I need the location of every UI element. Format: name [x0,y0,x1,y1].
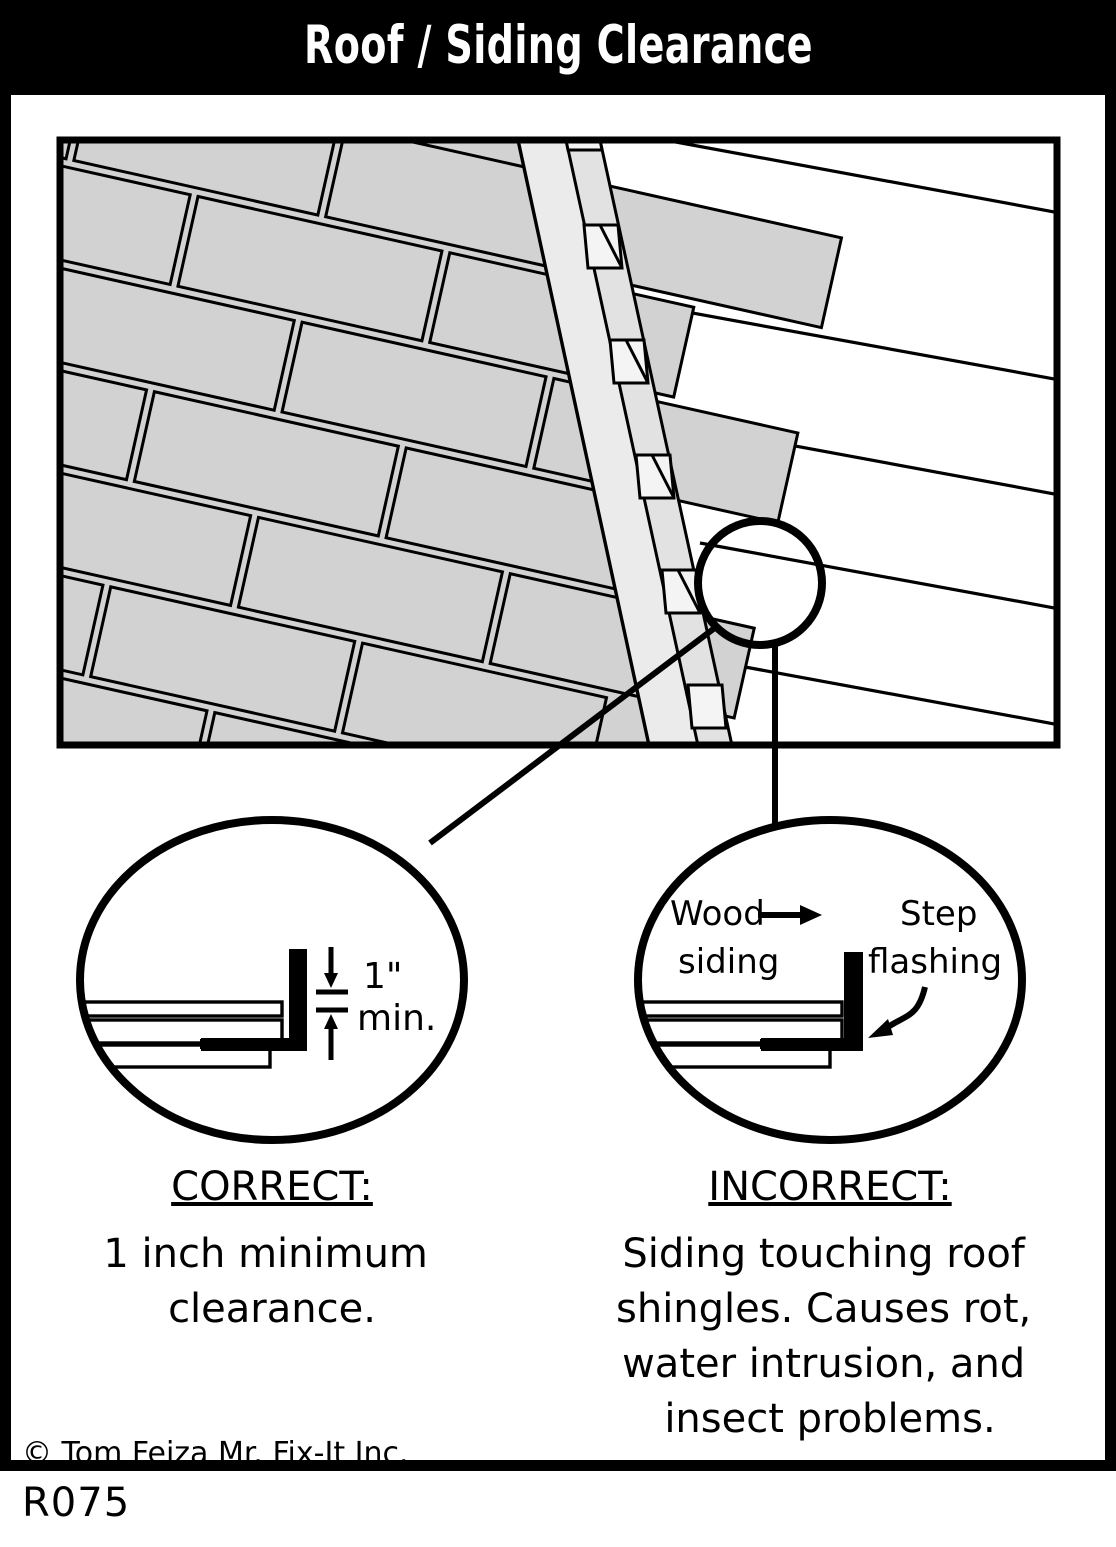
correct-detail-group: 1" min. CORRECT: 1 inch minimum clearanc… [76,816,468,1332]
step-flashing-label: Step flashing [868,894,1002,982]
step-flashing-shape [201,949,307,1051]
dimension-value: 1" [363,956,402,997]
main-roof-diagram [56,136,1061,749]
copyright-notice: © Tom Feiza Mr. Fix-It Inc. [22,1436,409,1471]
step-flashing-arrow [868,986,928,1038]
dimension-unit: min. [357,998,436,1039]
wood-siding-label-line1: Wood [670,894,765,934]
wood-siding-label: Wood siding [670,894,779,982]
drawing-code: R075 [22,1480,131,1526]
wood-siding-label-line2: siding [678,942,779,982]
step-flashing-strip [516,140,734,745]
wood-siding-arrow [758,905,822,925]
title-bar: Roof / Siding Clearance [0,0,1116,95]
leader-to-correct [428,624,718,846]
detail-callout-circle [694,517,826,649]
callout-leader-lines [428,624,778,846]
step-flashing-shape-incorrect [761,952,863,1051]
step-flashing-label-line2: flashing [868,942,1002,982]
dimension-arrow-up [324,1014,338,1029]
page-title: Roof / Siding Clearance [303,15,813,76]
dimension-arrow-down [324,973,338,988]
incorrect-caption-body: Siding touching roof shingles. Causes ro… [616,1231,1044,1442]
incorrect-detail-group: Wood siding Step flashing INCORRECT: Sid… [616,816,1044,1442]
incorrect-caption-heading: INCORRECT: [708,1164,951,1210]
correct-caption-body: 1 inch minimum clearance. [103,1231,440,1332]
correct-caption-heading: CORRECT: [171,1164,373,1210]
step-flashing-label-line1: Step [900,894,977,934]
roof-shingles [60,140,844,745]
technical-illustration: 1" min. CORRECT: 1 inch minimum clearanc… [22,136,1061,1471]
